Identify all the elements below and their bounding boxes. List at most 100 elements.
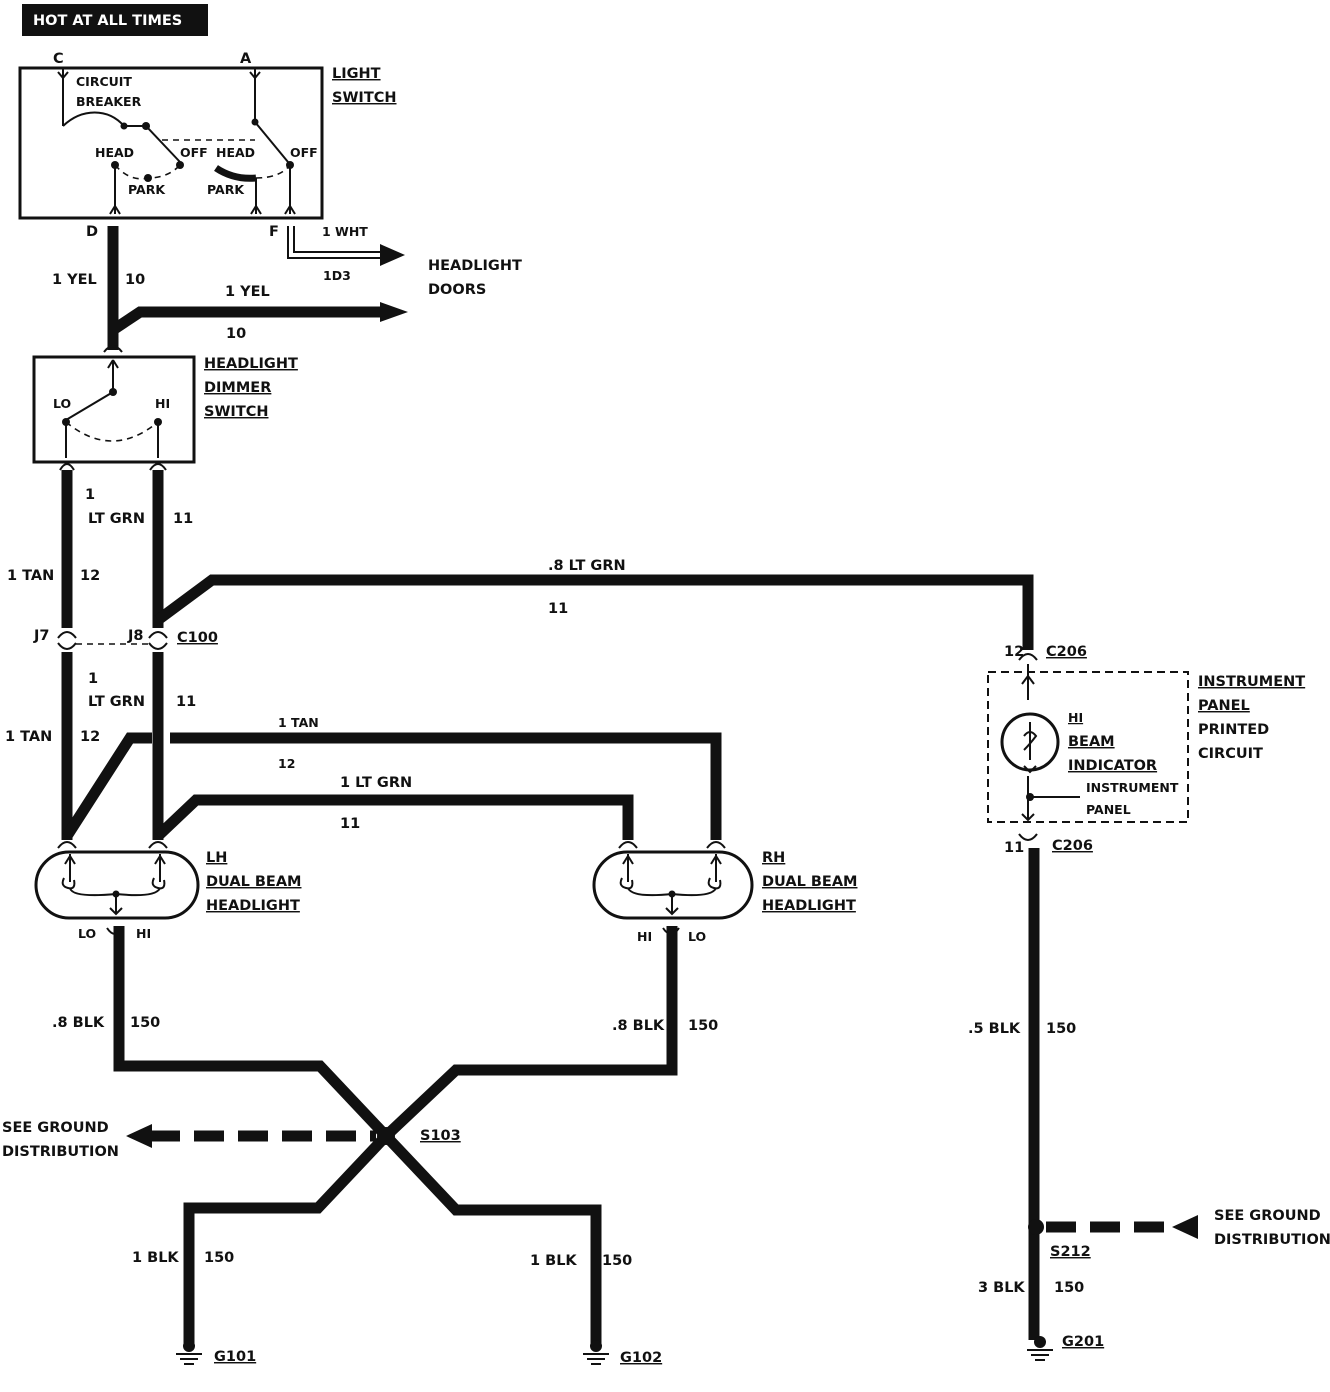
hi-beam-bulb-icon: [1000, 712, 1060, 772]
c100-j8-label: J8: [127, 628, 143, 644]
hot-at-all-times-banner: HOT AT ALL TIMES: [22, 4, 208, 36]
splice-s212: [1028, 1219, 1044, 1235]
rh-title-3: HEADLIGHT: [762, 898, 856, 914]
panel-ground-2: PANEL: [1086, 802, 1131, 817]
left-off-label: OFF: [180, 145, 208, 160]
ip-title-2: PANEL: [1198, 698, 1250, 714]
see-ground-right-1: SEE GROUND: [1214, 1208, 1321, 1224]
c206-bottom-pin: 11: [1004, 840, 1024, 856]
rh-ground-color: .8 BLK: [612, 1018, 665, 1034]
dimmer-hi-color: LT GRN: [88, 511, 145, 527]
c100-lo-circuit: 12: [80, 729, 100, 745]
rh-title-1: RH: [762, 850, 785, 866]
dimmer-title-3: SWITCH: [204, 404, 269, 420]
dimmer-lo-circuit: 12: [80, 568, 100, 584]
headlight-doors-feeds: 1 WHT 1D3 HEADLIGHT DOORS 1 YEL 10: [107, 224, 522, 342]
rh-grn-color: 1 LT GRN: [340, 775, 412, 791]
light-switch-title-2: SWITCH: [332, 90, 397, 106]
g201-label: G201: [1062, 1334, 1104, 1350]
indicator-title-2: BEAM: [1068, 734, 1115, 750]
indicator-feed-color: .8 LT GRN: [548, 558, 626, 574]
s103-label: S103: [420, 1128, 461, 1144]
ip-title-3: PRINTED: [1198, 722, 1269, 738]
dimmer-hi-gauge: 1: [85, 487, 95, 503]
s212-label: S212: [1050, 1244, 1091, 1260]
lh-title-1: LH: [206, 850, 227, 866]
g102-wire-color: 1 BLK: [530, 1253, 577, 1269]
rh-hi-label: HI: [637, 929, 652, 944]
headlight-doors-title-2: DOORS: [428, 282, 486, 298]
see-ground-left-1: SEE GROUND: [2, 1120, 109, 1136]
lh-title-3: HEADLIGHT: [206, 898, 300, 914]
g201-wire-circuit: 150: [1054, 1280, 1084, 1296]
lh-dual-beam-headlight: LH DUAL BEAM HEADLIGHT LO HI: [34, 841, 301, 941]
c100-j7-label: J7: [33, 628, 49, 644]
indicator-title-1: HI: [1068, 710, 1083, 725]
dimmer-title-1: HEADLIGHT: [204, 356, 298, 372]
left-park-label: PARK: [128, 182, 166, 197]
lh-hi-label: HI: [136, 926, 151, 941]
splice-s103: [377, 1127, 395, 1145]
headlight-dimmer-switch: LO HI HEADLIGHT DIMMER SWITCH: [32, 355, 298, 464]
rh-tan-color: 1 TAN: [278, 715, 319, 730]
rh-dual-beam-headlight: RH DUAL BEAM HEADLIGHT HI LO: [592, 841, 857, 944]
wht-wire-circuit: 1D3: [323, 268, 351, 283]
g201-wire-color: 3 BLK: [978, 1280, 1025, 1296]
ground-g102-icon: [583, 1340, 609, 1365]
lh-ground-circuit: 150: [130, 1015, 160, 1031]
lh-title-2: DUAL BEAM: [206, 874, 301, 890]
ground-circuits: .8 BLK 150 .8 BLK 150 S103 SEE GROUND DI…: [2, 848, 1330, 1366]
terminal-d-label: D: [86, 224, 98, 240]
headlight-doors-title-1: HEADLIGHT: [428, 258, 522, 274]
indicator-feed-circuit: 11: [548, 601, 568, 617]
c100-name-label: C100: [177, 630, 218, 646]
g102-wire-circuit: 150: [602, 1253, 632, 1269]
rh-title-2: DUAL BEAM: [762, 874, 857, 890]
ip-ground-circuit: 150: [1046, 1021, 1076, 1037]
c206-top-pin: 12: [1004, 644, 1024, 660]
ip-ground-color: .5 BLK: [968, 1021, 1021, 1037]
panel-ground-1: INSTRUMENT: [1086, 780, 1179, 795]
d-wire-color: 1 YEL: [52, 272, 97, 288]
dimmer-title-2: DIMMER: [204, 380, 271, 396]
terminal-c-label: C: [53, 51, 64, 67]
instrument-panel-printed-circuit: 12 C206 HI BEAM INDICATOR INSTRUMENT PAN…: [987, 644, 1305, 856]
circuit-breaker-label-1: CIRCUIT: [76, 74, 132, 89]
c100-hi-circuit: 11: [176, 694, 196, 710]
light-switch-title-1: LIGHT: [332, 66, 381, 82]
see-ground-left-2: DISTRIBUTION: [2, 1144, 119, 1160]
g102-label: G102: [620, 1350, 662, 1366]
g101-wire-circuit: 150: [204, 1250, 234, 1266]
left-head-label: HEAD: [95, 145, 134, 160]
lh-lo-label: LO: [78, 926, 96, 941]
dimmer-lo-color: 1 TAN: [7, 568, 54, 584]
indicator-title-3: INDICATOR: [1068, 758, 1157, 774]
ip-title-4: CIRCUIT: [1198, 746, 1263, 762]
g101-wire-color: 1 BLK: [132, 1250, 179, 1266]
light-switch: LIGHT SWITCH C A CIRCUIT BREAKER HEAD PA…: [18, 51, 397, 220]
g101-label: G101: [214, 1349, 256, 1365]
terminal-a-label: A: [240, 51, 252, 67]
dimmer-hi-label: HI: [155, 396, 170, 411]
c100-hi-gauge: 1: [88, 671, 98, 687]
right-head-label: HEAD: [216, 145, 255, 160]
dimmer-hi-circuit: 11: [173, 511, 193, 527]
lh-ground-color: .8 BLK: [52, 1015, 105, 1031]
circuit-breaker-label-2: BREAKER: [76, 94, 142, 109]
right-off-label: OFF: [290, 145, 318, 160]
c206-top-name: C206: [1046, 644, 1087, 660]
c100-hi-color: LT GRN: [88, 694, 145, 710]
rh-lo-label: LO: [688, 929, 706, 944]
ground-g201-icon: [1027, 1336, 1053, 1361]
ground-g101-icon: [176, 1340, 202, 1365]
c100-lo-color: 1 TAN: [5, 729, 52, 745]
connector-c100: J7 J8 C100: [33, 628, 218, 650]
banner-text: HOT AT ALL TIMES: [33, 13, 182, 29]
ip-title-1: INSTRUMENT: [1198, 674, 1305, 690]
dimmer-lo-label: LO: [53, 396, 71, 411]
wht-wire-color: 1 WHT: [322, 224, 368, 239]
terminal-f-label: F: [269, 224, 279, 240]
rh-tan-circuit: 12: [278, 756, 295, 771]
rh-ground-circuit: 150: [688, 1018, 718, 1034]
